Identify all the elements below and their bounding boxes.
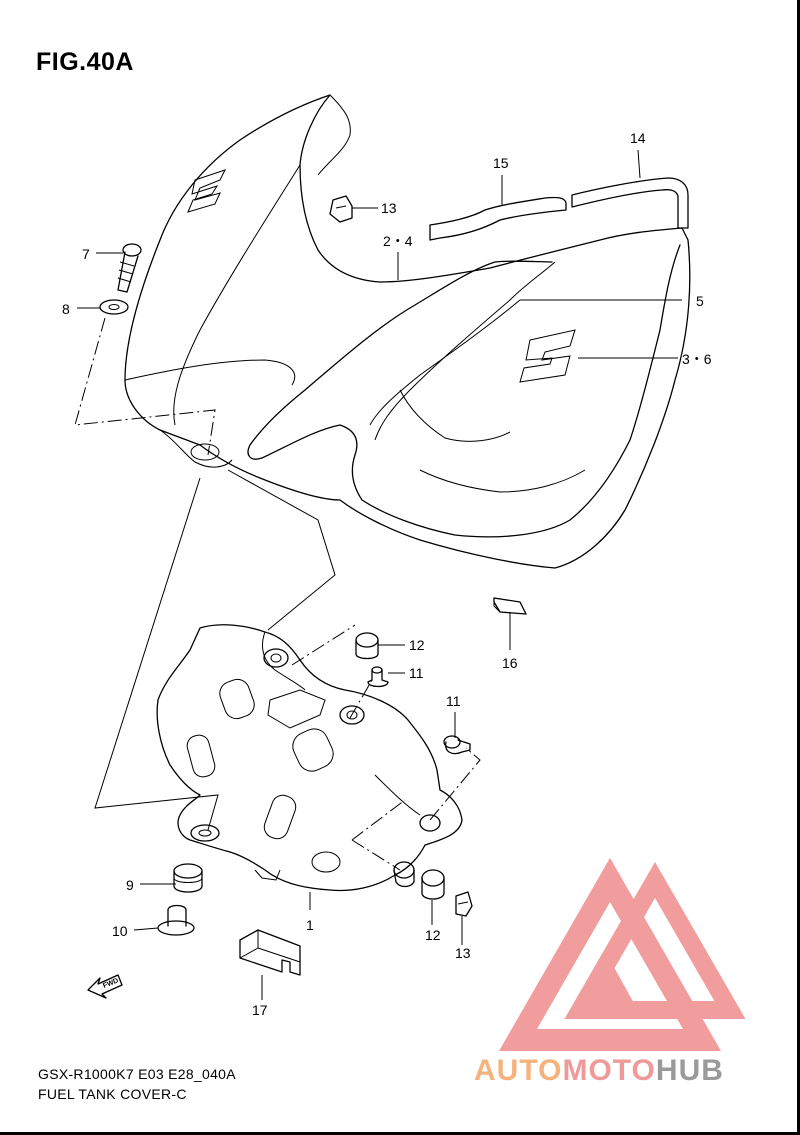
clip-nut-13-top [329, 195, 353, 223]
callout-9: 9 [126, 877, 134, 893]
callout-leaders [77, 149, 682, 1000]
bush-11-right [443, 735, 471, 755]
grommet-12-bottom [421, 869, 445, 900]
watermark-text-auto: AUTO [474, 1054, 563, 1087]
trim-strip-15 [429, 196, 567, 241]
grommet-1-bottom [393, 861, 415, 888]
callout-8: 8 [62, 301, 70, 317]
clip-nut-13-bottom [455, 891, 473, 917]
callout-11-top: 11 [409, 665, 424, 681]
watermark-text-moto: MOTO [562, 1054, 656, 1087]
callout-1: 1 [306, 917, 314, 933]
callout-labels: 14 15 13 2・4 7 8 5 3・6 16 12 11 11 9 10 … [62, 130, 712, 1018]
label-17 [239, 929, 301, 976]
callout-10: 10 [112, 923, 128, 939]
callout-13-bottom: 13 [455, 945, 471, 961]
forward-arrow-icon: FWD [87, 974, 123, 999]
callout-11-right: 11 [446, 693, 461, 709]
bolt-7 [117, 243, 142, 293]
callout-12-bottom: 12 [425, 927, 441, 943]
callout-5: 5 [696, 293, 704, 309]
watermark-text: AUTOMOTOHUB [474, 1054, 724, 1088]
assembly-lines [74, 317, 481, 871]
callout-17: 17 [252, 1002, 268, 1018]
callout-7: 7 [82, 246, 90, 262]
washer-8 [99, 299, 129, 315]
part-group-name: FUEL TANK COVER-C [38, 1086, 187, 1102]
bush-11-top [367, 666, 389, 688]
callout-13-top: 13 [381, 200, 397, 216]
callout-14: 14 [630, 130, 646, 146]
grommet-12-top [355, 632, 379, 660]
callout-12-top: 12 [409, 637, 425, 653]
clip-16 [493, 597, 527, 615]
collar-10 [157, 904, 195, 936]
trim-strip-14 [571, 177, 689, 229]
callout-15: 15 [493, 155, 509, 171]
callout-16: 16 [502, 655, 518, 671]
grommet-9 [173, 863, 203, 893]
callout-2-4: 2・4 [383, 233, 413, 249]
watermark-logo-icon [498, 857, 746, 1051]
bracket-1 [156, 624, 463, 892]
watermark-text-hub: HUB [655, 1054, 724, 1087]
model-code: GSX-R1000K7 E03 E28_040A [38, 1066, 236, 1082]
figure-title: FIG.40A [36, 48, 134, 76]
side-cover-outline [124, 94, 691, 569]
callout-3-6: 3・6 [682, 351, 712, 367]
